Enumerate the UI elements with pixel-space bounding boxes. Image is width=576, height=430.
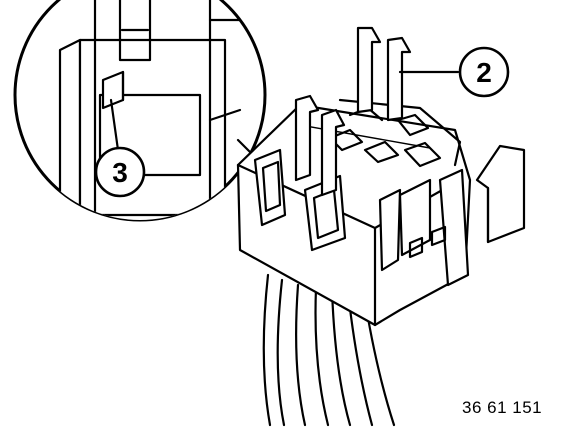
callout-3-leader bbox=[109, 98, 120, 152]
part-number: 36 61 151 bbox=[462, 398, 543, 417]
callout-3-circle bbox=[94, 146, 146, 198]
callout-2-label: 2 bbox=[476, 57, 492, 88]
insertion-arrow bbox=[475, 144, 526, 244]
locking-tabs bbox=[294, 26, 412, 197]
callout-3-label: 3 bbox=[112, 157, 128, 188]
connector-housing bbox=[236, 98, 472, 327]
callout-2-circle bbox=[458, 46, 510, 98]
detail-magnifier bbox=[13, 0, 267, 222]
